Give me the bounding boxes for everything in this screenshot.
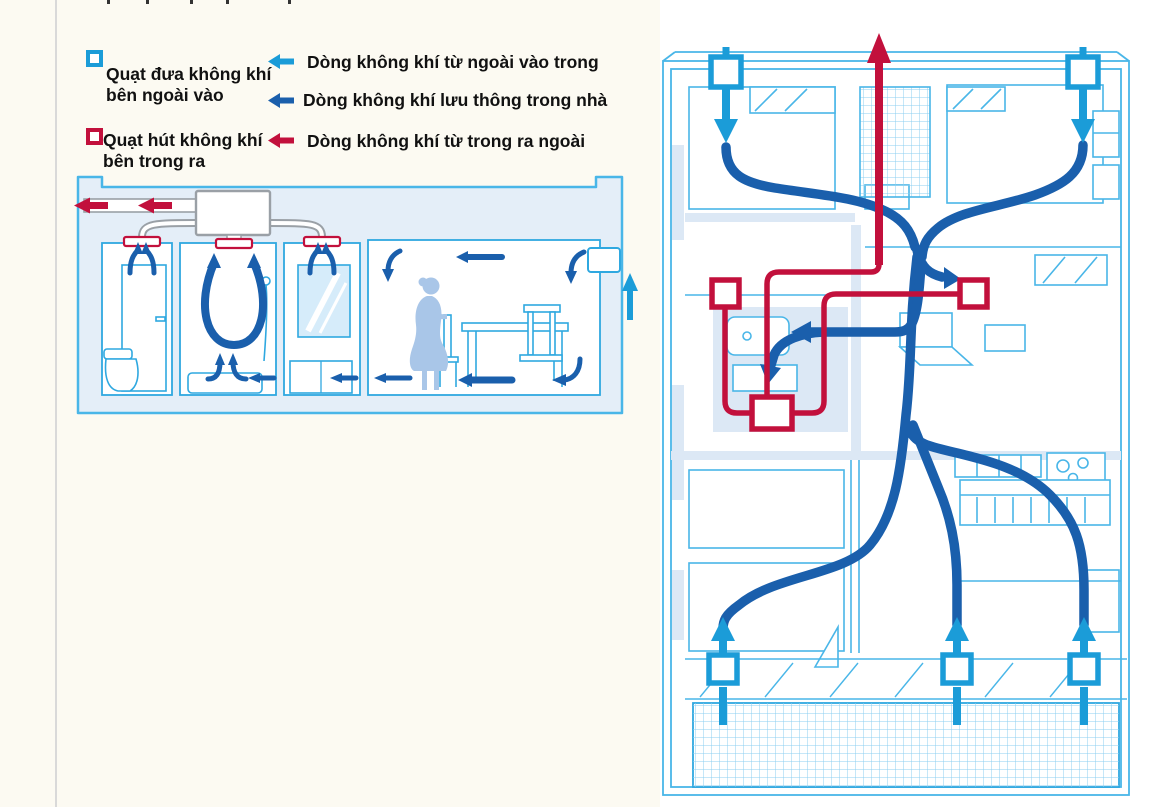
- top-intake-fans: [708, 47, 1101, 143]
- bath-circulation-arrow: [200, 253, 268, 350]
- exhaust-fan-icon: [86, 128, 103, 145]
- ceiling-vent: [122, 235, 162, 248]
- flow-outside-in-arrow-icon: [268, 53, 294, 70]
- living-room: [367, 239, 601, 396]
- balcony: [685, 658, 1127, 788]
- intake-fan-icon: [708, 54, 744, 90]
- exhaust-fan-label: Quạt hút không khí bên trong ra: [103, 130, 263, 171]
- exhaust-outlet-arrowhead: [867, 33, 891, 63]
- house-floor-plan-diagram: [662, 33, 1130, 796]
- exhaust-fan-icon: [957, 277, 990, 310]
- airflow-paths: [718, 140, 1089, 634]
- house-cross-section-diagram: [74, 175, 638, 415]
- bottom-intake-fans: [706, 617, 1101, 725]
- exhaust-fan-icon: [749, 394, 795, 432]
- page-divider-line: [55, 0, 57, 807]
- washroom-fixtures: [289, 264, 353, 394]
- flow-circulating-label: Dòng không khí lưu thông trong nhà: [303, 90, 608, 110]
- duct-shaft-grid: [859, 86, 931, 198]
- outside-intake-arrowhead: [622, 273, 638, 291]
- flow-inside-out-label: Dòng không khí từ trong ra ngoài: [307, 131, 586, 151]
- exhaust-duct-network: [722, 222, 963, 416]
- cropped-text-top: [146, 0, 149, 4]
- person-silhouette: [409, 277, 449, 390]
- cropped-text-top: [226, 0, 229, 4]
- intake-fan-icon: [86, 50, 103, 67]
- cropped-text-top: [190, 0, 193, 4]
- flow-circulating-arrow-icon: [268, 92, 294, 109]
- central-exhaust-unit: [194, 189, 272, 237]
- exhaust-air-arrow: [138, 197, 172, 214]
- exhaust-fan-units: [709, 277, 990, 432]
- cropped-text-top: [288, 0, 291, 4]
- flow-outside-in-label: Dòng không khí từ ngoài vào trong: [307, 52, 599, 72]
- wall-vent-box: [587, 247, 621, 273]
- intake-fan-icon: [940, 652, 974, 686]
- ceiling-vent: [214, 237, 254, 250]
- intake-fan-icon: [706, 652, 740, 686]
- attic-duct-system: [74, 189, 326, 242]
- cropped-text-top: [107, 0, 110, 4]
- flow-inside-out-arrow-icon: [268, 132, 294, 149]
- toilet-fixtures: [103, 264, 167, 392]
- intake-fan-icon: [1065, 54, 1101, 90]
- ceiling-vent: [302, 235, 342, 248]
- intake-fan-label: Quạt đưa không khí bên ngoài vào: [106, 64, 272, 105]
- airflow-arrowheads: [133, 242, 577, 387]
- intake-fan-icon: [1067, 652, 1101, 686]
- exhaust-fan-icon: [709, 277, 742, 310]
- exhaust-air-arrow: [74, 197, 108, 214]
